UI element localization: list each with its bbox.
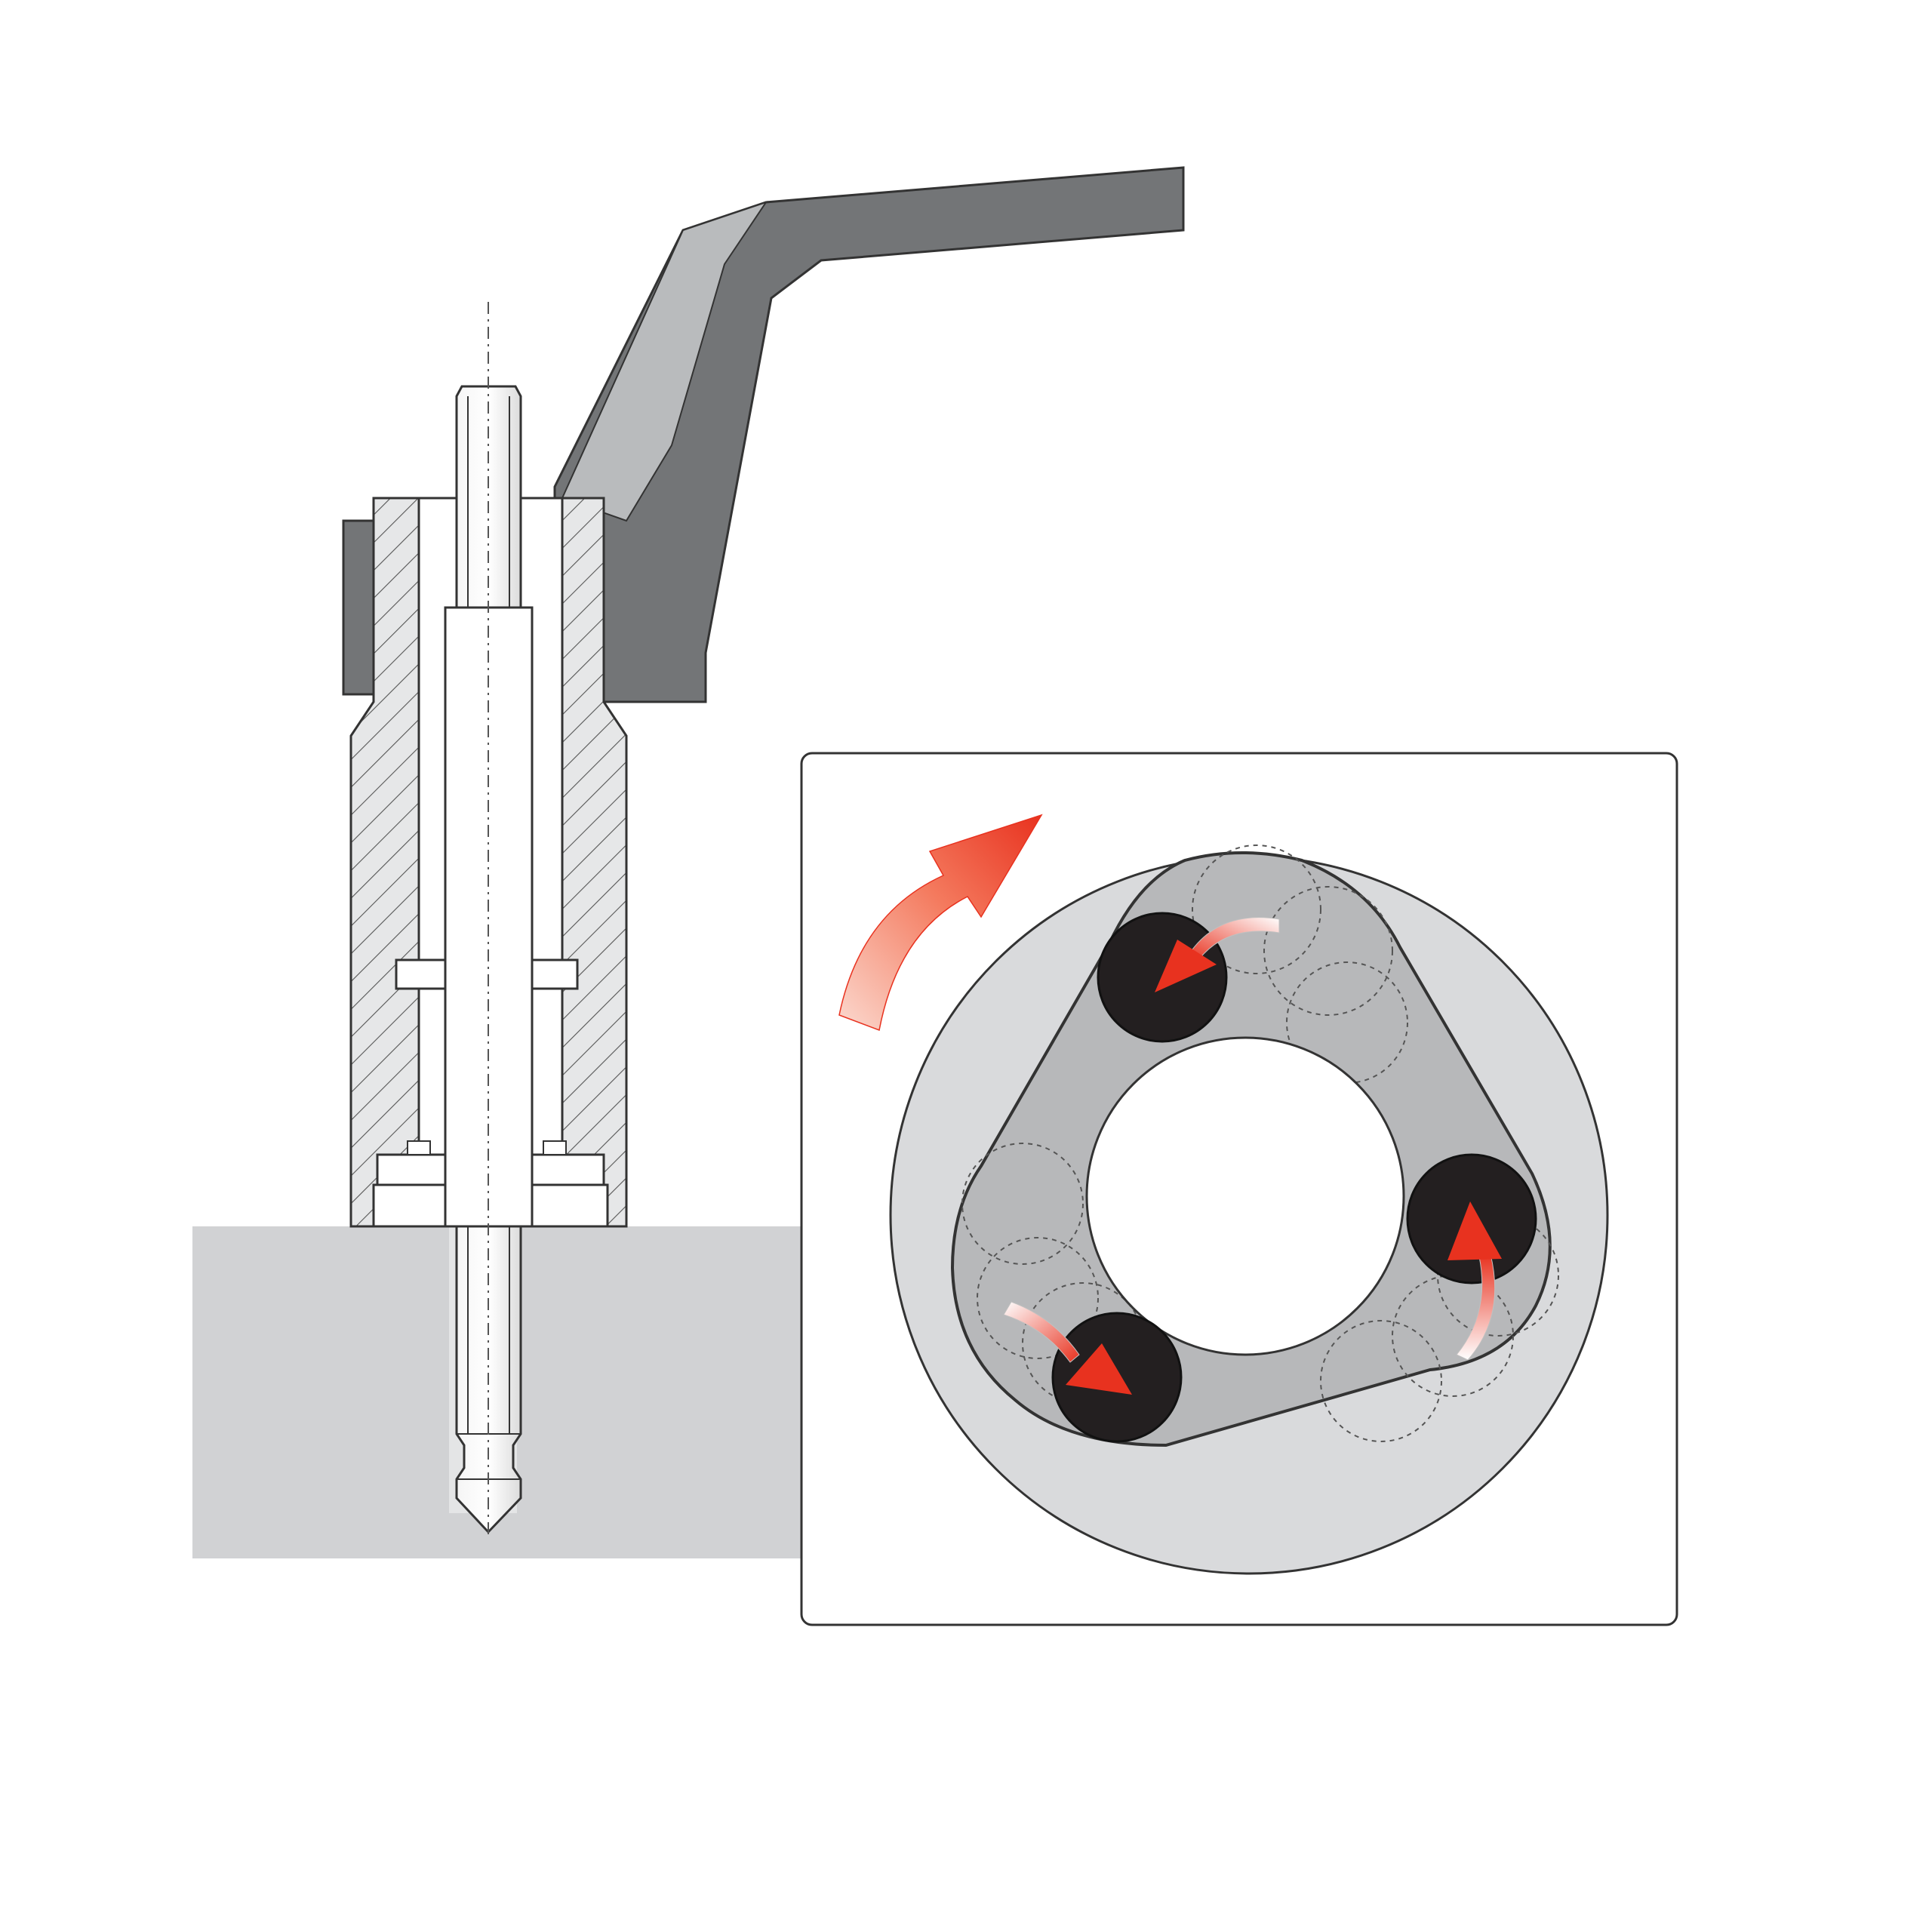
ball-arrow-top [1155, 917, 1280, 992]
center-bore [1085, 1036, 1405, 1356]
adapter-sleeve [349, 497, 628, 1228]
detail-inset [800, 752, 1678, 1626]
ghost-ball-positions [961, 844, 1559, 1442]
ball-arrow-bottom-left [1003, 1301, 1132, 1395]
handle-lever [342, 166, 1185, 703]
rotation-arrow [838, 814, 1043, 1032]
threaded-stud [444, 385, 534, 1534]
ball-arrow-right [1447, 1201, 1502, 1361]
